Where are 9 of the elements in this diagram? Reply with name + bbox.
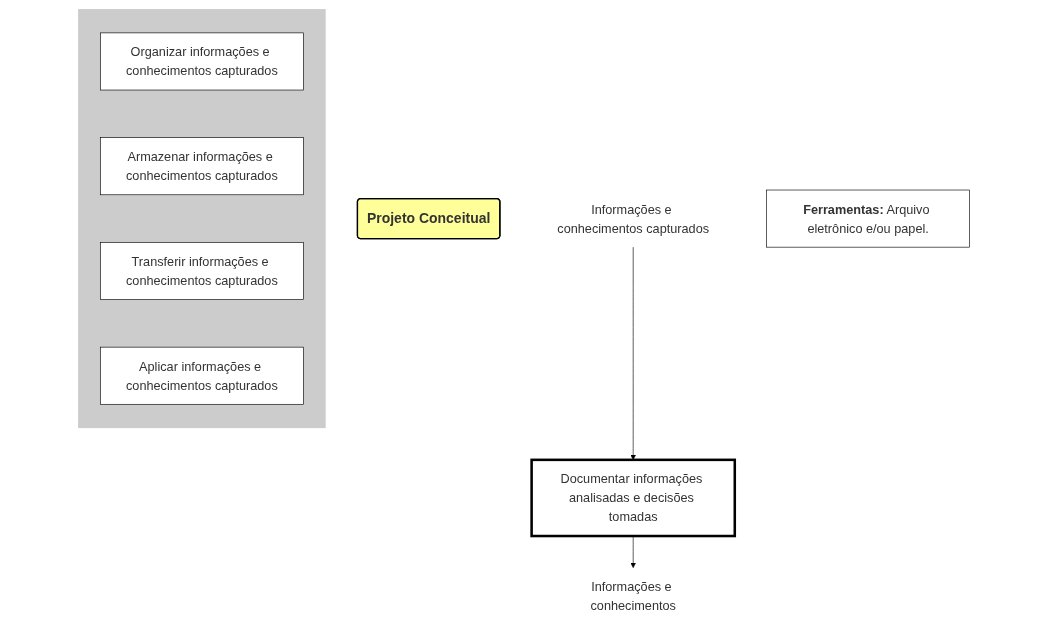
node-box: Aplicar informações e conhecimentos capturados xyxy=(100,346,304,405)
node-box: Armazenar informações e conhecimentos capturados xyxy=(100,137,304,196)
node-box: Organizar informações e conhecimentos capturados xyxy=(100,32,304,91)
node-box: Documentar informações analisadas e decisões tomadas xyxy=(530,458,737,538)
cluster xyxy=(78,9,326,429)
node-text: Informações e conhecimentos xyxy=(590,579,677,613)
node-box: Transferir informações e conhecimentos capturados xyxy=(100,242,304,300)
node-text: Informações e conhecimentos capturados xyxy=(557,202,710,236)
node-box: Ferramentas: Arquivo eletrônico e/ou papel. xyxy=(766,189,971,248)
